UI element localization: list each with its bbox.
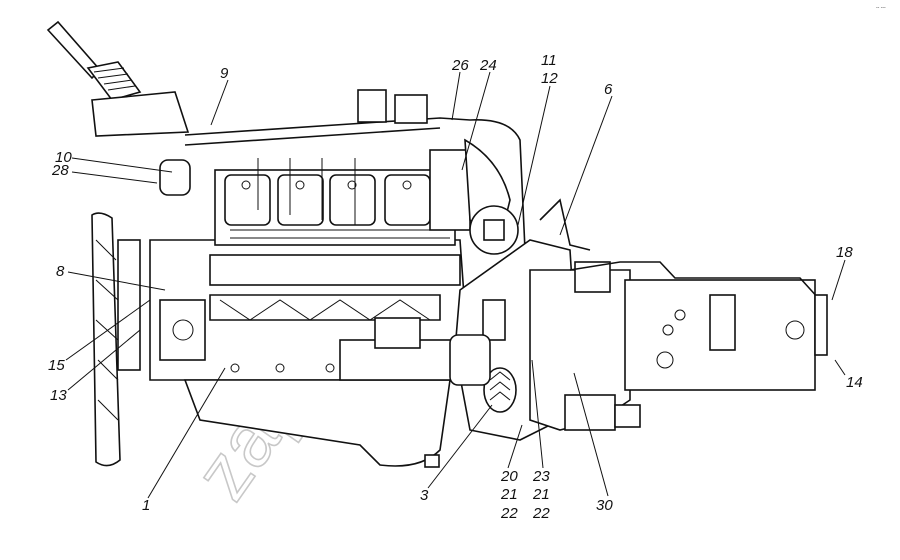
leader-line-18 bbox=[831, 259, 846, 301]
callout-label-9: 9 bbox=[220, 65, 229, 82]
leader-line-24 bbox=[461, 71, 491, 171]
starter bbox=[339, 317, 491, 386]
leader-line-28 bbox=[71, 171, 158, 184]
leader-line-8 bbox=[67, 271, 166, 291]
gearbox bbox=[529, 198, 828, 431]
callout-leaders bbox=[65, 71, 846, 499]
callout-label-3: 3 bbox=[420, 487, 429, 504]
leader-line-15 bbox=[65, 299, 151, 361]
leader-line-14 bbox=[834, 359, 846, 376]
callout-label-22: 22 bbox=[500, 505, 518, 522]
leader-line-30 bbox=[573, 372, 609, 497]
callout-label-30: 30 bbox=[596, 497, 613, 514]
callout-label-13: 13 bbox=[50, 387, 67, 404]
callout-label-21: 21 bbox=[500, 486, 518, 503]
leader-line-20 bbox=[507, 424, 523, 469]
gear-lever bbox=[46, 20, 190, 137]
callout-label-12: 12 bbox=[541, 70, 558, 87]
callout-label-18: 18 bbox=[836, 244, 853, 261]
callout-label-11: 11 bbox=[541, 52, 557, 69]
callout-label-6: 6 bbox=[604, 81, 613, 98]
callout-label-14: 14 bbox=[846, 374, 863, 391]
leader-line-9 bbox=[210, 79, 229, 126]
callout-label-24: 24 bbox=[479, 57, 497, 74]
callout-label-8: 8 bbox=[56, 263, 65, 280]
leader-line-6 bbox=[559, 95, 613, 236]
callout-label-21: 21 bbox=[532, 486, 550, 503]
callout-label-26: 26 bbox=[451, 57, 469, 74]
leader-line-13 bbox=[67, 329, 141, 391]
leader-line-10 bbox=[71, 157, 173, 173]
callout-label-10: 10 bbox=[55, 149, 72, 166]
leader-line-26 bbox=[451, 71, 461, 121]
callout-label-20: 20 bbox=[500, 468, 518, 485]
leader-line-12 bbox=[517, 85, 551, 226]
top-piping bbox=[159, 89, 526, 251]
leader-line-3 bbox=[427, 404, 493, 489]
callout-label-28: 28 bbox=[51, 162, 69, 179]
fan bbox=[91, 212, 141, 467]
callout-label-22: 22 bbox=[532, 505, 550, 522]
callout-label-23: 23 bbox=[532, 468, 550, 485]
leader-line-1 bbox=[147, 367, 226, 499]
cylinder-heads bbox=[209, 158, 461, 286]
callout-label-1: 1 bbox=[142, 497, 150, 514]
corner-mark: -- --- bbox=[876, 5, 886, 11]
leader-line-23 bbox=[531, 359, 544, 469]
callout-label-15: 15 bbox=[48, 357, 65, 374]
